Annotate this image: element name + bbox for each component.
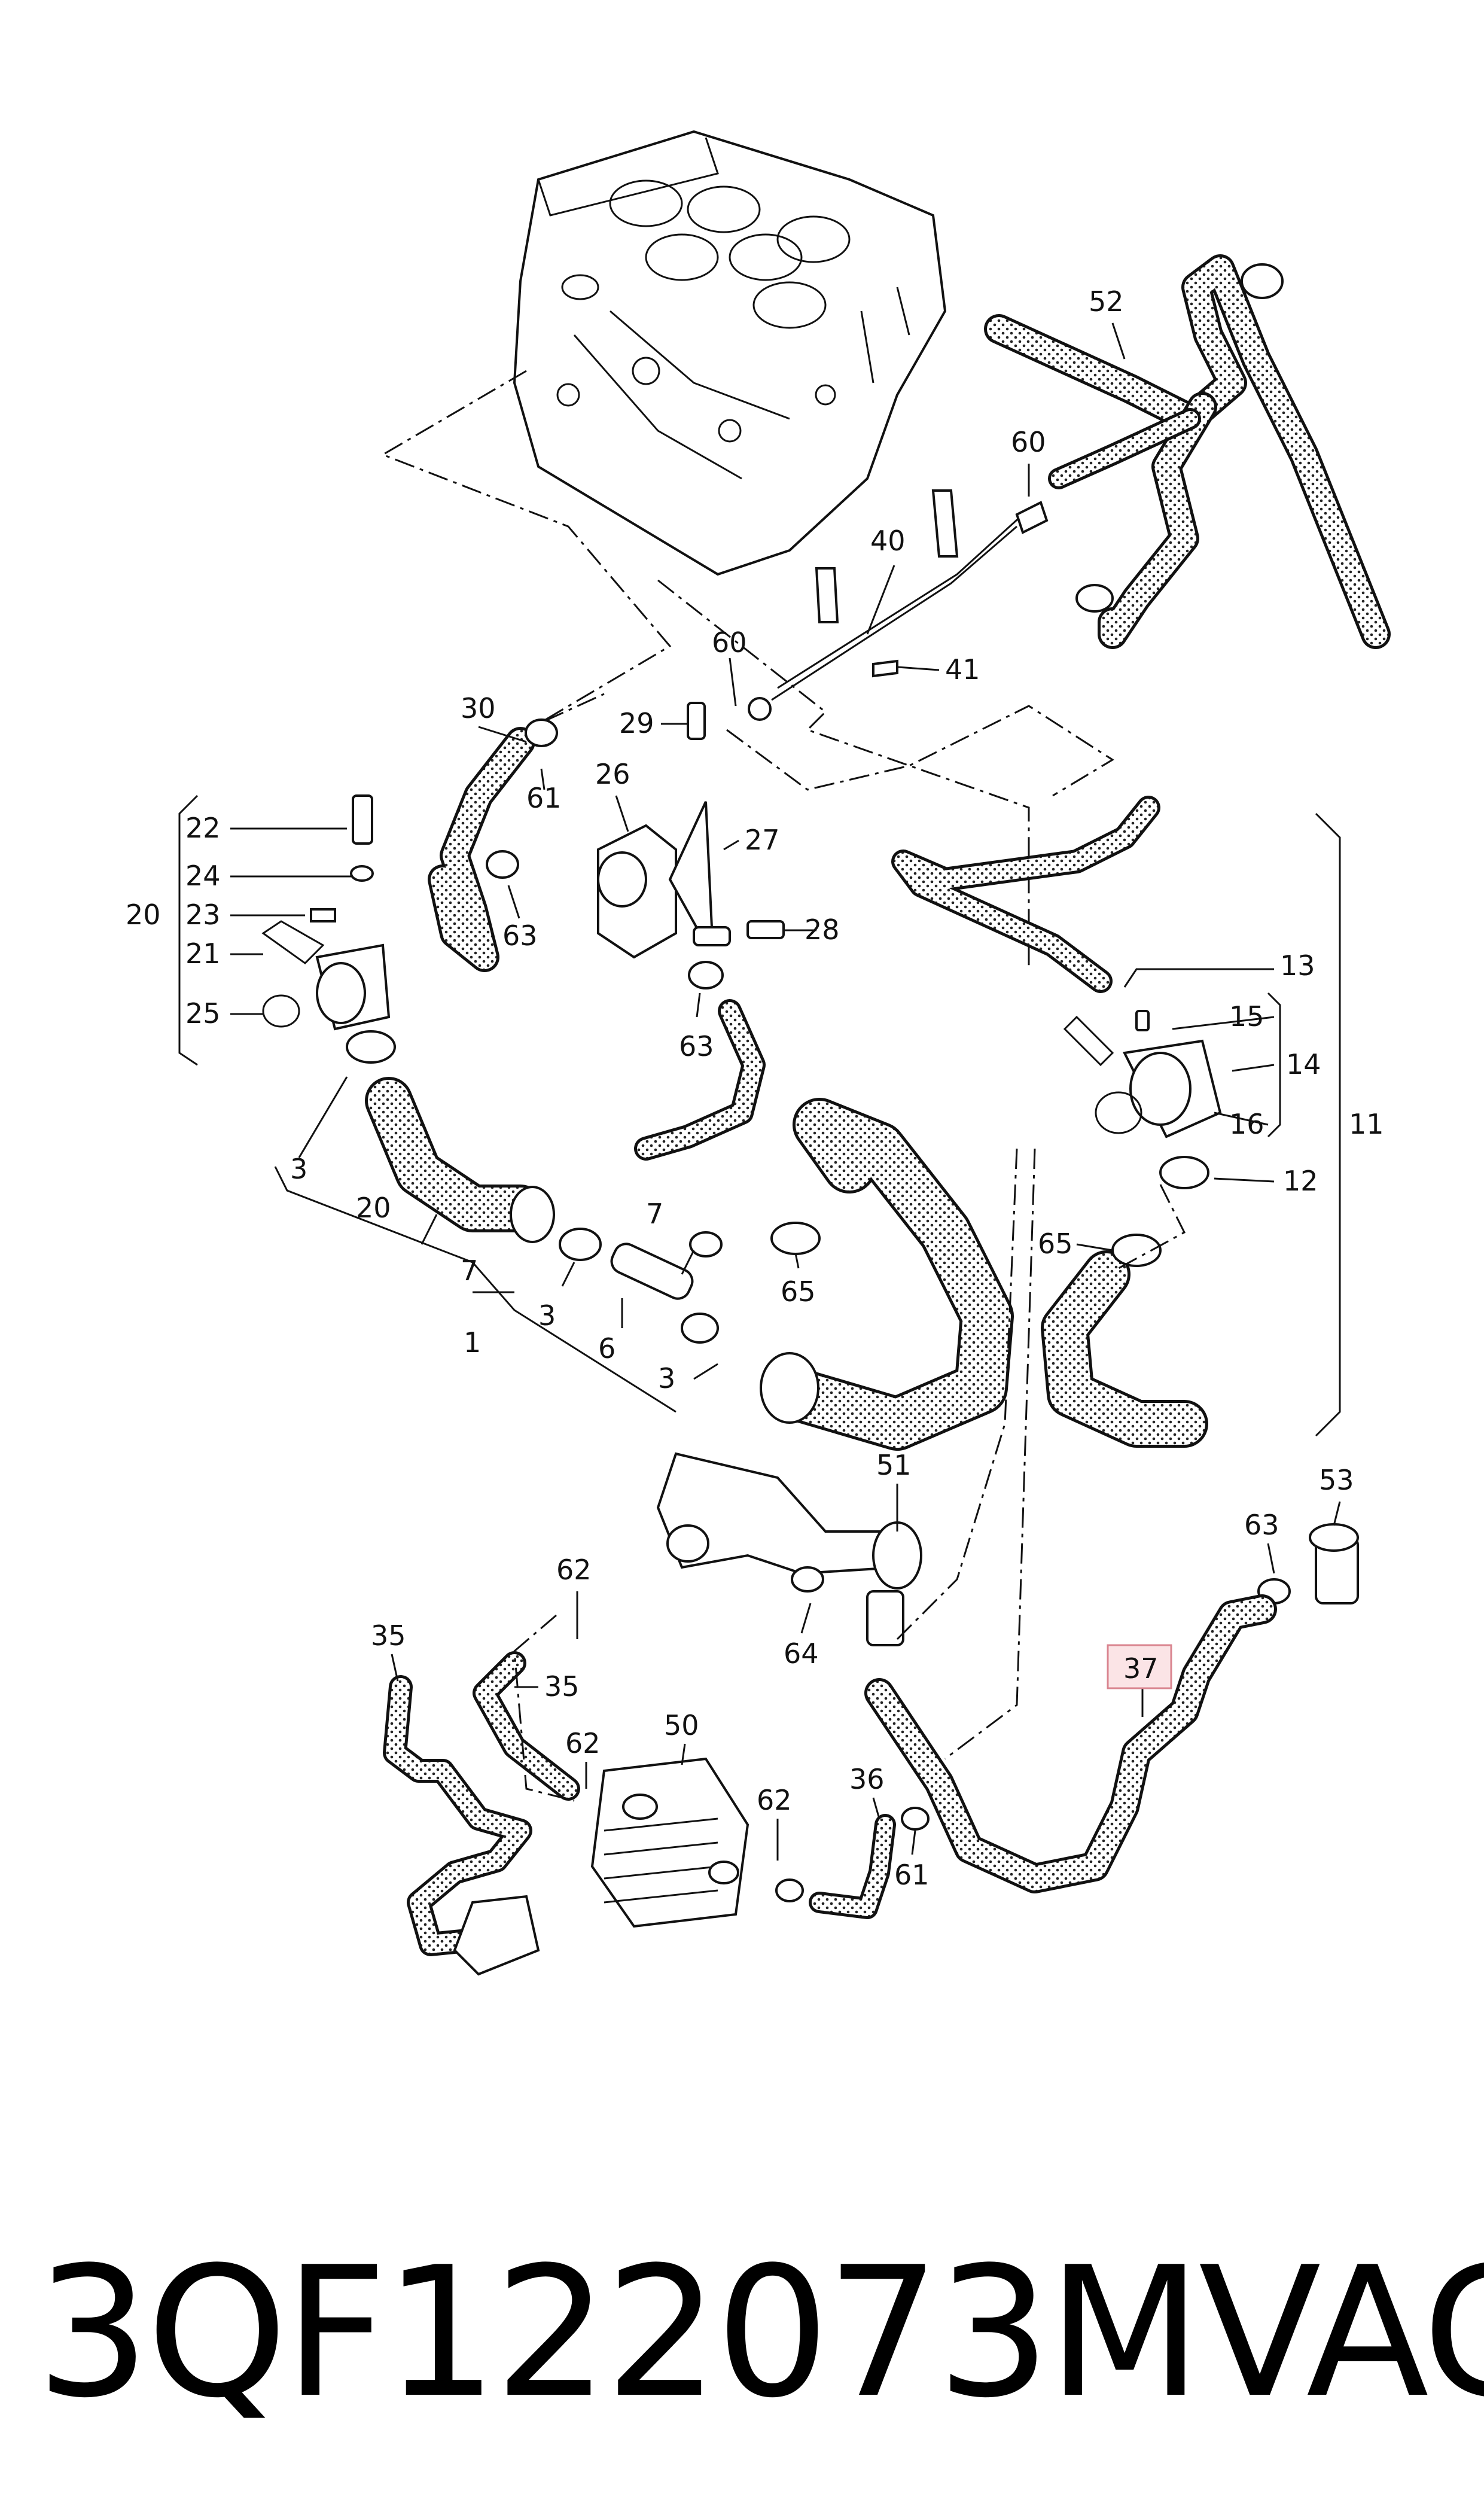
callout-16: 16 bbox=[1229, 1108, 1264, 1140]
callout-21: 21 bbox=[185, 937, 221, 970]
pipe-6 bbox=[559, 1228, 723, 1344]
callout-37-highlight bbox=[1107, 1644, 1172, 1689]
callout-25: 25 bbox=[185, 997, 221, 1030]
brand-label: VAG bbox=[1198, 2228, 1484, 2437]
callout-41: 41 bbox=[945, 653, 980, 686]
callout-36: 36 bbox=[849, 1763, 885, 1795]
callout-20: 20 bbox=[126, 899, 161, 931]
hose-63-mid bbox=[634, 999, 766, 1161]
callout-22: 22 bbox=[185, 812, 221, 844]
part-number: 3QF122073M bbox=[36, 2228, 1202, 2437]
oil-cooler-50 bbox=[590, 1757, 804, 1928]
callout-65b: 65 bbox=[1038, 1228, 1073, 1260]
callout-52: 52 bbox=[1089, 285, 1124, 318]
hose-37 bbox=[864, 1594, 1277, 1893]
callout-53: 53 bbox=[1319, 1464, 1354, 1496]
callout-37: 37 bbox=[1123, 1652, 1159, 1685]
callout-27: 27 bbox=[745, 824, 780, 856]
hose-36 bbox=[809, 1807, 930, 1919]
callout-14: 14 bbox=[1286, 1048, 1321, 1080]
callout-20b: 20 bbox=[356, 1192, 391, 1224]
callout-30: 30 bbox=[461, 692, 496, 724]
callout-64: 64 bbox=[784, 1637, 819, 1670]
valve-53 bbox=[1257, 1523, 1359, 1604]
callout-60: 60 bbox=[1011, 426, 1046, 458]
valve-26 bbox=[597, 702, 785, 989]
callout-13: 13 bbox=[1280, 949, 1315, 982]
hose-65-right bbox=[1041, 1234, 1208, 1448]
hose-20 bbox=[365, 1077, 555, 1243]
hose-11 bbox=[891, 796, 1160, 993]
callout-63c: 63 bbox=[1244, 1509, 1279, 1541]
callout-63b: 63 bbox=[679, 1030, 714, 1062]
callout-3b: 3 bbox=[538, 1299, 556, 1332]
callout-65: 65 bbox=[781, 1275, 816, 1308]
leader-lines bbox=[230, 322, 1341, 1861]
callout-62: 62 bbox=[556, 1554, 592, 1586]
callout-35: 35 bbox=[371, 1619, 406, 1652]
hose-35 bbox=[383, 1651, 580, 1976]
engine-block bbox=[513, 130, 947, 576]
callout-60b: 60 bbox=[712, 626, 747, 659]
callout-3c: 3 bbox=[658, 1362, 675, 1395]
callout-35b: 35 bbox=[544, 1670, 580, 1703]
coolant-flange-51 bbox=[656, 1452, 922, 1646]
callout-12: 12 bbox=[1283, 1165, 1318, 1197]
callout-labels: 52 60 40 41 60 30 29 26 27 28 61 63 63 2… bbox=[126, 285, 1384, 1891]
callout-15: 15 bbox=[1229, 1000, 1264, 1033]
callout-28: 28 bbox=[805, 914, 840, 946]
hose-30 bbox=[428, 718, 558, 972]
caption: 3QF122073M VAG bbox=[36, 2228, 1484, 2437]
callout-23: 23 bbox=[185, 899, 221, 931]
callout-11: 11 bbox=[1349, 1108, 1384, 1140]
callout-51: 51 bbox=[876, 1449, 912, 1481]
sensor-housing-20 bbox=[261, 794, 396, 1064]
callout-50: 50 bbox=[664, 1709, 699, 1741]
callout-1: 1 bbox=[464, 1326, 481, 1359]
hose-65 bbox=[760, 1098, 1014, 1451]
callout-62c: 62 bbox=[757, 1784, 792, 1816]
callout-24: 24 bbox=[185, 860, 221, 892]
callout-61b: 61 bbox=[894, 1859, 930, 1891]
callout-29: 29 bbox=[619, 707, 654, 739]
callout-62b: 62 bbox=[565, 1727, 601, 1759]
callout-7b: 7 bbox=[646, 1198, 663, 1230]
callout-6: 6 bbox=[598, 1332, 615, 1365]
callout-40: 40 bbox=[870, 525, 906, 557]
pipe-40 bbox=[748, 489, 1049, 721]
callout-7: 7 bbox=[461, 1255, 478, 1287]
callout-3: 3 bbox=[290, 1153, 307, 1185]
callout-26: 26 bbox=[595, 758, 630, 790]
callout-63: 63 bbox=[502, 919, 538, 952]
hose-52 bbox=[984, 254, 1391, 649]
callout-61: 61 bbox=[526, 782, 562, 814]
thermostat-housing-14 bbox=[1063, 1010, 1222, 1189]
